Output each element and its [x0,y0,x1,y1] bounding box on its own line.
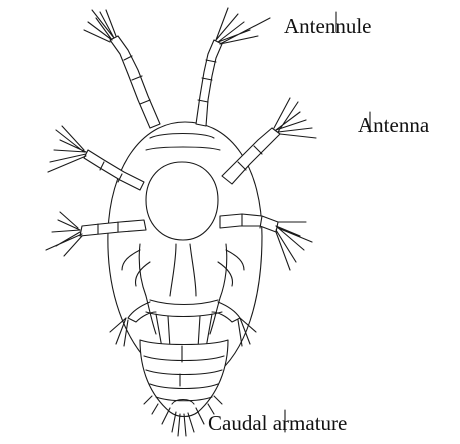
antennule-left [84,10,160,128]
labrum [146,162,218,240]
antennule-label: Antennule [284,16,371,37]
antenna-right [222,98,316,184]
abdomen-outline [140,340,228,417]
antennule-right [196,8,270,126]
caudal-armature-label: Caudal armature [208,413,347,434]
antenna-label: Antenna [358,115,429,136]
